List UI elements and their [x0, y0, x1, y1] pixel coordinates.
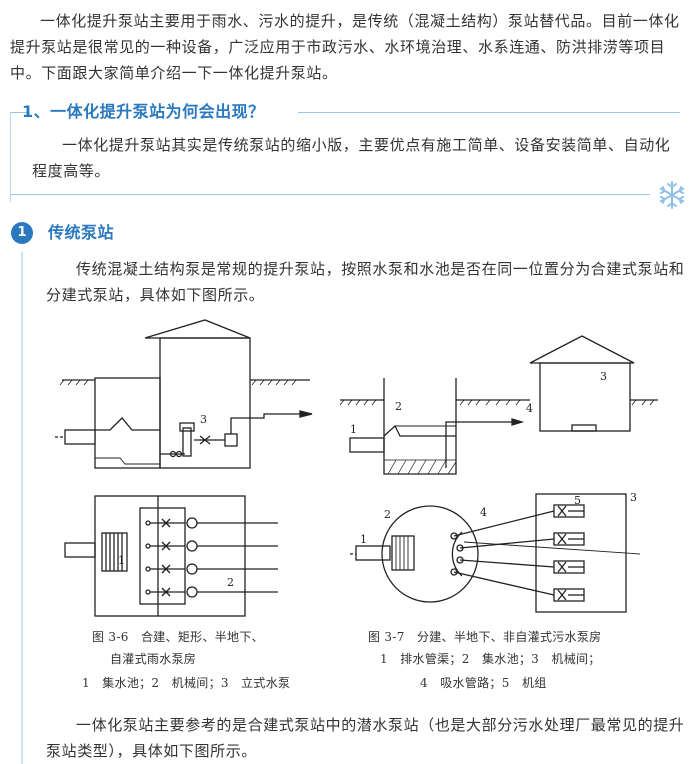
question-body: 一体化提升泵站其实是传统泵站的缩小版，主要优点有施工简单、设备安装简单、自动化程…	[32, 136, 671, 180]
combined-station-plan	[64, 495, 278, 617]
section-title: 传统泵站	[48, 223, 115, 242]
snowflake-icon	[659, 181, 685, 209]
label-2: 2	[227, 576, 234, 589]
label-1: 1	[360, 533, 367, 546]
label-3: 3	[200, 413, 207, 426]
question-box	[10, 97, 680, 205]
box-border	[10, 112, 30, 113]
question-title: 1、一体化提升泵站为何会出现？	[22, 102, 265, 121]
label-4: 4	[526, 402, 533, 415]
left-caption: 图 3-6 合建、矩形、半地下、	[92, 630, 264, 644]
label-3: 3	[630, 491, 637, 504]
label-2: 2	[384, 508, 391, 521]
section-number-badge: 1	[11, 222, 33, 244]
intro-paragraph: 一体化提升泵站主要用于雨水、污水的提升，是传统（混凝土结构）泵站替代品。目前一体…	[10, 12, 680, 82]
left-caption: 自灌式雨水泵房	[110, 652, 197, 666]
final-paragraph: 一体化泵站主要参考的是合建式泵站中的潜水泵站（也是大部分污水处理厂最常见的提升泵…	[46, 716, 685, 760]
label-4: 4	[480, 506, 487, 519]
right-legend: 4 吸水管路；5 机组	[420, 676, 547, 690]
separate-station-plan	[350, 493, 641, 613]
right-caption: 图 3-7 分建、半地下、非自灌式污水泵房	[368, 630, 602, 644]
label-2: 2	[395, 400, 402, 413]
label-3: 3	[600, 370, 607, 383]
box-border	[298, 112, 680, 113]
label-1: 1	[350, 423, 357, 436]
left-legend: 1 集水池；2 机械间；3 立式水泵	[82, 676, 291, 690]
box-border	[10, 112, 11, 202]
section-rule	[21, 252, 23, 764]
section-body: 传统混凝土结构泵是常规的提升泵站，按照水泵和水池是否在同一位置分为合建式泵站和分…	[46, 260, 685, 304]
pump-station-diagram: 3 1 2 1 2 3 4 1 2 3 4 5	[55, 319, 658, 617]
separate-station-elevation	[339, 335, 658, 475]
right-legend: 1 排水管渠；2 集水池；3 机械间；	[380, 652, 601, 666]
combined-station-elevation	[55, 319, 313, 469]
label-5: 5	[574, 494, 581, 507]
box-border	[10, 194, 650, 195]
label-1: 1	[118, 554, 125, 567]
